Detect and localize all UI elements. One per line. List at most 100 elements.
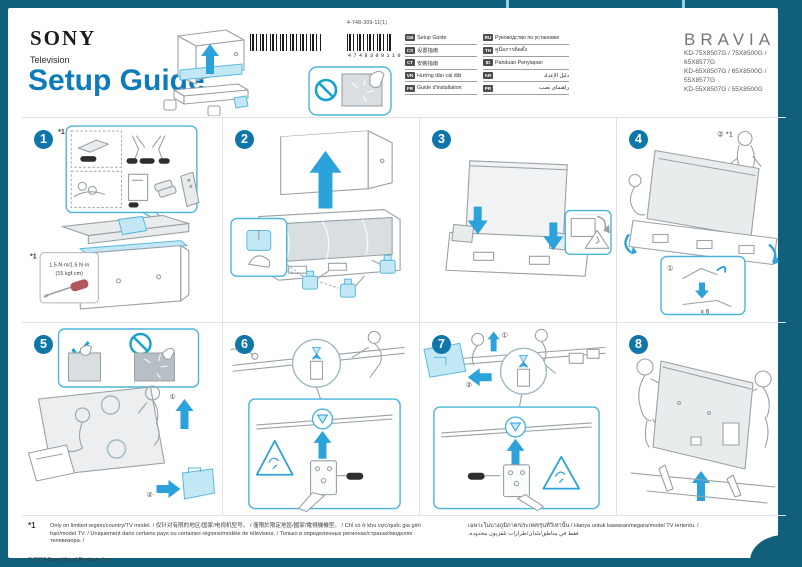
- language-label: Panduan Penyiapan: [495, 59, 543, 66]
- manual-part: [127, 173, 149, 201]
- step-6-badge: 6: [235, 335, 254, 354]
- step-7-panel: 7 ② ①: [420, 323, 617, 515]
- language-label: 安裝指南: [417, 60, 439, 67]
- foam-tray: [27, 444, 76, 482]
- step-4-badge: 4: [629, 130, 648, 149]
- svg-text:x 6: x 6: [701, 309, 710, 316]
- step-7-badge: 7: [432, 335, 451, 354]
- bravia-logo: BRAVIA: [684, 30, 776, 49]
- remote-part: [180, 171, 200, 207]
- language-label: Hướng dẫn cài đặt: [417, 72, 462, 79]
- tip-warning-callout: [564, 209, 612, 256]
- lift-up-arrow: [309, 150, 342, 209]
- stand-neck: [298, 460, 337, 513]
- svg-text:①: ①: [170, 393, 176, 401]
- step-6-illustration: [230, 330, 405, 513]
- svg-text:*1: *1: [30, 254, 37, 261]
- registration-mark: [682, 0, 685, 8]
- step-3-badge: 3: [432, 130, 451, 149]
- step-1-badge: 1: [34, 130, 53, 149]
- cable-ties-part: [73, 181, 105, 197]
- footnote-text-right: เฉพาะในบางภูมิภาค/ประเทศ/รุ่นทีวีเท่านั้…: [468, 523, 699, 537]
- language-code-badge: AR: [483, 72, 493, 80]
- insert-arrow: [313, 430, 332, 459]
- language-code-badge: GB: [405, 34, 415, 42]
- step-2-illustration: [230, 130, 401, 298]
- torque-note-box: [39, 252, 99, 304]
- joint-clips: [302, 254, 396, 298]
- zoom-ring: [499, 347, 548, 395]
- footnote-marker: *1: [28, 521, 36, 530]
- place-arrow: [692, 471, 710, 501]
- language-label: คู่มือการติดตั้ง: [495, 47, 528, 54]
- step-6-panel: 6: [223, 323, 420, 515]
- registration-mark: [506, 0, 509, 8]
- person-right: [742, 370, 772, 448]
- screwdriver-icon: [43, 279, 89, 298]
- language-code-badge: CT: [405, 59, 415, 67]
- page-sheet: SONY Television Setup Guide 4-748-309-11…: [8, 8, 786, 563]
- language-label: Руководство по установке: [495, 34, 560, 41]
- step-3-panel: 3: [420, 118, 617, 323]
- language-code-badge: FR: [405, 84, 415, 92]
- batteries-part: [154, 179, 177, 198]
- footnote-text-left: Only on limited region/country/TV model.…: [50, 523, 421, 545]
- language-label: دليل الإعداد: [543, 72, 569, 79]
- language-code-badge: TH: [483, 46, 493, 54]
- barcode-right: [347, 34, 393, 51]
- svg-text:(15 kgf·cm): (15 kgf·cm): [56, 271, 84, 277]
- hand-icon: [248, 255, 271, 268]
- warning-triangle-icon: [584, 229, 610, 249]
- remove-foam-arrow: [156, 480, 181, 498]
- copyright: © 2019 Sony Visual Products Inc.: [28, 557, 112, 563]
- person-right: [351, 330, 382, 378]
- person-left: [628, 173, 646, 216]
- stand-bracket-part: [77, 139, 109, 153]
- stand-neck-parts: [131, 135, 166, 161]
- language-code-badge: VN: [405, 72, 415, 80]
- steps-grid: 1 *1: [22, 117, 786, 516]
- stand-base: [630, 464, 776, 504]
- language-row: AR دليل الإعداد: [483, 70, 569, 83]
- language-label: Guide d'installation: [417, 85, 462, 92]
- product-type-label: Television: [30, 55, 70, 65]
- insert-arrow: [506, 438, 525, 465]
- svg-text:1.5 N·m/1.5 N·m: 1.5 N·m/1.5 N·m: [49, 263, 89, 269]
- step-8-illustration: [630, 358, 776, 504]
- svg-text:①: ①: [667, 265, 673, 273]
- language-code-badge: CS: [405, 46, 415, 54]
- step-5-illustration: ① ②: [27, 328, 216, 500]
- tv-panel: [646, 149, 760, 238]
- flap-fold-callout: ① x 6: [660, 255, 746, 316]
- triangle-mark: [316, 414, 329, 424]
- step-1-panel: 1 *1: [22, 118, 223, 323]
- lift-arrow: [175, 399, 194, 429]
- part-number: 4-748-309-11(1): [347, 20, 388, 26]
- step-8-panel: 8: [617, 323, 786, 515]
- step-1-illustration: *1: [30, 125, 200, 310]
- language-label: Setup Guide: [417, 34, 447, 41]
- person-center: [65, 407, 91, 453]
- stand-neck: [503, 464, 544, 512]
- step-8-badge: 8: [629, 335, 648, 354]
- step-5-badge: 5: [34, 335, 53, 354]
- barcode-left: [250, 34, 322, 51]
- screen-warning-box: [308, 66, 392, 116]
- language-code-badge: RU: [483, 34, 493, 42]
- prohibition-icon: [314, 78, 338, 102]
- step-4-panel: 4 ② *1: [617, 118, 786, 323]
- step-7-illustration: ② ①: [423, 328, 606, 512]
- step-2-badge: 2: [235, 130, 254, 149]
- triangle-mark: [509, 422, 522, 432]
- person-left: [471, 332, 485, 366]
- svg-text:*1: *1: [58, 129, 65, 136]
- barcode-digits: 4748309110: [348, 53, 404, 59]
